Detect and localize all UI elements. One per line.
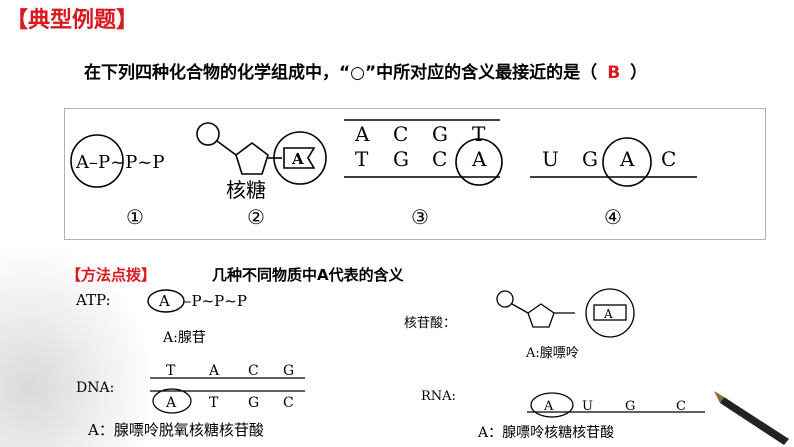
- label-2: ②: [247, 205, 265, 229]
- question-stem: 在下列四种化合物的化学组成中，“○”中所对应的含义最接近的是（: [84, 63, 598, 83]
- dna-bottom-a: A: [165, 395, 177, 411]
- dna-top-a: A: [208, 363, 220, 379]
- diagram-rna: U G A C ④: [530, 137, 697, 229]
- atp-formula: A–P~P~P: [75, 152, 165, 173]
- label-4: ④: [604, 205, 622, 229]
- atp-meaning: A:腺苷: [162, 330, 206, 346]
- dna-bottom-0: T: [355, 147, 369, 171]
- dna-top-2: G: [432, 122, 448, 146]
- dna-top-c: C: [248, 363, 259, 379]
- dna-label: DNA:: [76, 380, 114, 396]
- question-text: 在下列四种化合物的化学组成中，“○”中所对应的含义最接近的是（ B ）: [84, 58, 647, 83]
- dna-top-1: C: [393, 122, 408, 146]
- rna-base-0: U: [542, 147, 559, 171]
- method-subtitle: 几种不同物质中A代表的含义: [212, 266, 404, 284]
- diagram-dna: A C G T T G C A ③: [344, 119, 503, 229]
- ink-wash-decoration: [0, 250, 150, 447]
- rna-base-3: C: [661, 147, 676, 171]
- answer-letter: B: [607, 63, 621, 83]
- dna-bottom-t: T: [209, 395, 219, 411]
- brush-icon: [714, 391, 789, 445]
- rna-meaning: A：腺嘌呤核糖核苷酸: [477, 425, 614, 441]
- rna-c: C: [676, 399, 686, 414]
- rna-u: U: [582, 399, 593, 414]
- question-close: ）: [630, 63, 648, 83]
- method-dna: DNA: T A C G A T G C A：腺嘌呤脱氧核糖核苷酸: [76, 363, 305, 439]
- rna-base-1: G: [582, 147, 598, 171]
- rna-g: G: [625, 399, 635, 414]
- compound-figure-panel: [64, 108, 766, 240]
- diagram-atp: A–P~P~P ①: [70, 134, 165, 229]
- diagram-nucleotide: A 核糖 ②: [196, 122, 327, 229]
- page-title: 【典型例题】: [6, 8, 139, 33]
- rna-a: A: [543, 399, 554, 414]
- rna-base-2: A: [619, 147, 635, 171]
- method-nucleotide: 核苷酸： A A:腺嘌呤: [404, 288, 635, 361]
- dna-bottom-3: A: [471, 147, 487, 171]
- atp-chain: –P~P~P: [184, 292, 247, 310]
- dna-bottom-2: C: [432, 147, 447, 171]
- dna-top-t: T: [166, 363, 176, 379]
- atp-label: ATP:: [75, 291, 111, 309]
- atp-circle-letter: A: [158, 292, 170, 310]
- nucleotide-meaning: A:腺嘌呤: [525, 345, 579, 361]
- label-1: ①: [126, 205, 144, 229]
- rna-label: RNA:: [421, 389, 456, 404]
- method-rna: RNA: A U G C A：腺嘌呤核糖核苷酸: [421, 389, 705, 441]
- sugar-label: 核糖: [226, 178, 266, 202]
- dna-bottom-1: G: [393, 147, 409, 171]
- nucleotide-box-letter: A: [603, 307, 613, 321]
- label-3: ③: [411, 205, 429, 229]
- dna-bottom-c: C: [283, 395, 294, 411]
- method-atp: ATP: A –P~P~P A:腺苷: [75, 289, 247, 346]
- dna-bottom-g: G: [248, 395, 259, 411]
- method-title: 【方法点拨】: [66, 266, 157, 284]
- dna-top-0: A: [354, 122, 370, 146]
- dna-top-g: G: [283, 363, 294, 379]
- dna-meaning: A：腺嘌呤脱氧核糖核苷酸: [87, 421, 264, 439]
- nucleotide-base: A: [291, 150, 304, 168]
- nucleotide-label: 核苷酸：: [404, 316, 456, 331]
